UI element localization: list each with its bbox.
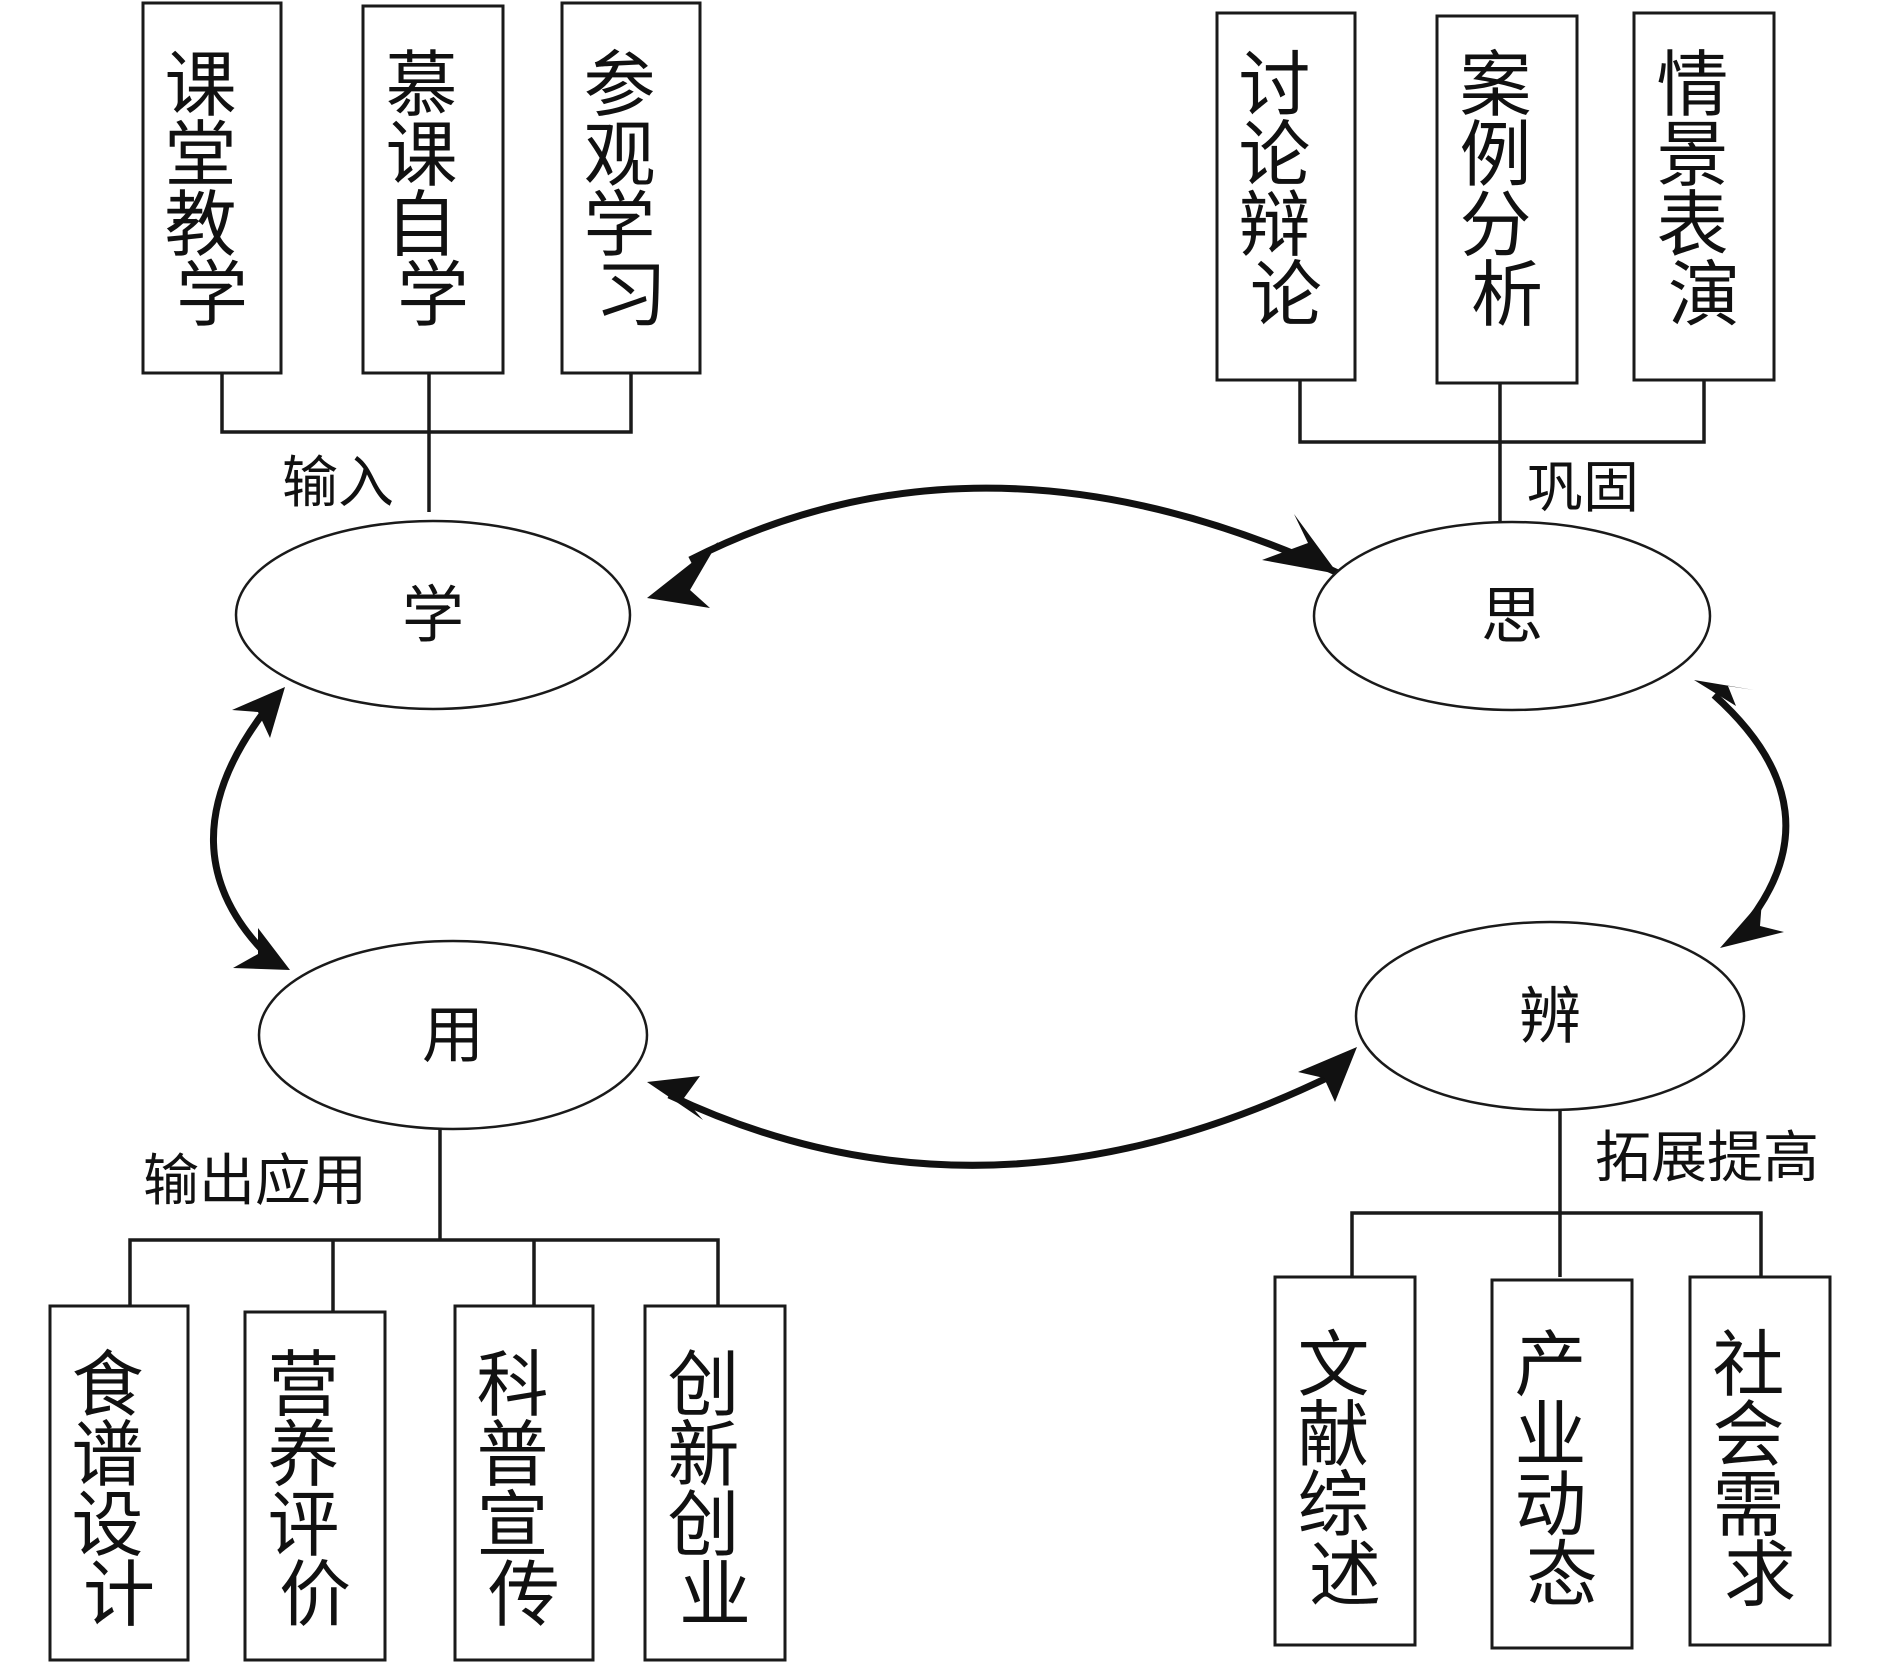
arrow-yong-bian-head-right: [1298, 1047, 1357, 1102]
box-bottom-left-3: [453, 1304, 595, 1662]
arrow-si-bian: [1711, 692, 1790, 933]
box-top-left-2: [361, 4, 505, 375]
arrow-xue-si-head-left: [647, 542, 718, 608]
arrow-xue-yong-head-top: [232, 687, 285, 738]
box-bottom-left-1-text: 食 谱 设 计: [72, 1343, 167, 1637]
box-bottom-right-2: [1490, 1278, 1634, 1650]
label-expand: 拓展提高: [1595, 1126, 1819, 1191]
box-group-top-left: 课 堂 教 学 慕 课 自 学 参 观 学 习 输入: [141, 1, 702, 516]
box-bottom-right-1-text: 文 献 综 述: [1298, 1323, 1393, 1617]
arrow-si-bian-head-bottom: [1720, 900, 1784, 948]
connector-top-left: [220, 373, 633, 512]
node-bian-label: 辨: [1519, 980, 1581, 1053]
box-top-right-2-text: 案 例 分 析: [1460, 43, 1555, 337]
cycle-arrows: [210, 484, 1790, 1169]
box-bottom-left-4: [643, 1304, 787, 1662]
connector-bottom-left: [128, 1126, 720, 1312]
box-top-left-2-text: 慕 课 自 学: [386, 43, 481, 337]
label-consolidate: 巩固: [1527, 456, 1639, 521]
box-bottom-right-3: [1688, 1275, 1832, 1647]
arrow-yong-bian-head-left: [647, 1076, 703, 1120]
box-top-left-1: [141, 1, 283, 375]
node-yong: 用: [257, 939, 649, 1131]
box-bottom-right-2-text: 产 业 动 态: [1515, 1323, 1610, 1617]
arrow-xue-yong-head-bottom: [233, 928, 290, 970]
arrow-xue-si: [688, 484, 1340, 577]
box-bottom-left-3-text: 科 普 宣 传: [477, 1343, 572, 1637]
box-group-bottom-right: 拓展提高 文 献 综 述 产 业 动 态 社 会 需 求: [1273, 1106, 1832, 1650]
arrow-si-bian-head-top: [1694, 680, 1754, 706]
box-top-left-3: [560, 1, 702, 375]
box-group-bottom-left: 输出应用 食 谱 设 计 营 养 评 价 科 普 宣 传 创 新 创 业: [48, 1126, 787, 1662]
label-input: 输入: [282, 451, 394, 516]
box-top-right-3-text: 情 景 表 演: [1657, 43, 1752, 337]
label-output: 输出应用: [143, 1149, 367, 1214]
node-bian: 辨: [1354, 920, 1746, 1112]
node-xue-label: 学: [402, 579, 464, 652]
connector-bottom-right: [1350, 1106, 1763, 1277]
arrow-xue-si-head-right: [1262, 514, 1338, 574]
node-yong-label: 用: [422, 999, 484, 1072]
arrow-xue-yong: [210, 709, 273, 961]
box-bottom-left-1: [48, 1304, 190, 1662]
box-bottom-left-2: [243, 1310, 387, 1662]
connector-top-right: [1298, 380, 1706, 524]
box-top-right-3: [1632, 11, 1776, 382]
arrow-yong-bian: [667, 1071, 1335, 1169]
box-bottom-left-4-text: 创 新 创 业: [668, 1343, 763, 1637]
node-si-label: 思: [1481, 580, 1543, 653]
node-si: 思: [1312, 520, 1712, 712]
box-top-left-3-text: 参 观 学 习: [584, 43, 679, 337]
box-top-right-1: [1215, 11, 1357, 382]
box-bottom-right-3-text: 社 会 需 求: [1713, 1323, 1808, 1617]
node-xue: 学: [234, 519, 632, 711]
box-top-right-2: [1435, 14, 1579, 385]
box-bottom-left-2-text: 营 养 评 价: [268, 1343, 363, 1637]
box-top-right-1-text: 讨 论 辩 论: [1239, 43, 1334, 337]
box-group-top-right: 讨 论 辩 论 案 例 分 析 情 景 表 演 巩固: [1215, 11, 1776, 524]
box-top-left-1-text: 课 堂 教 学: [165, 43, 260, 337]
box-bottom-right-1: [1273, 1275, 1417, 1647]
